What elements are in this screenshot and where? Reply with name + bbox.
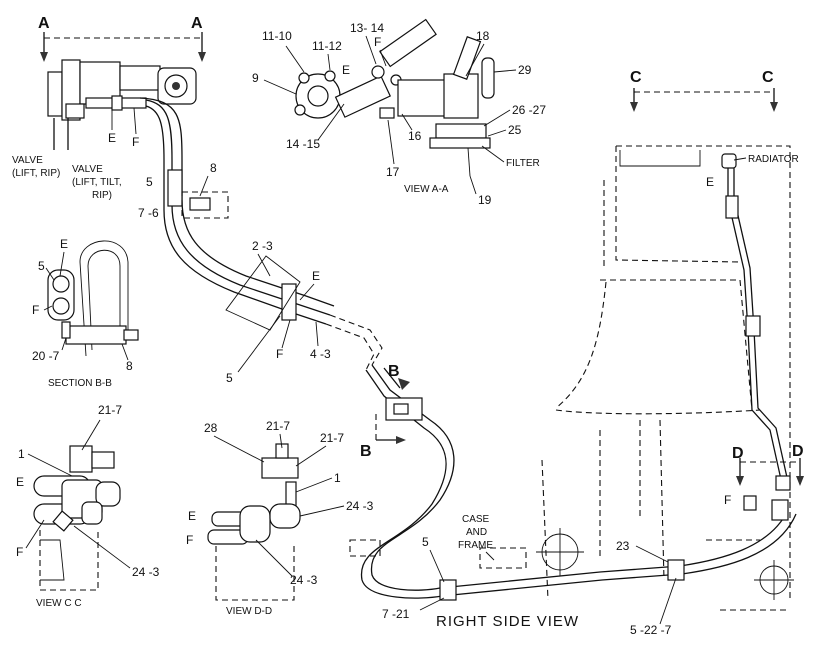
right-side-view-title: RIGHT SIDE VIEW (436, 613, 579, 630)
callout-f-mid: F (276, 347, 283, 361)
callout-e-dd: E (188, 509, 196, 523)
marker-a-left: A (38, 15, 50, 32)
callout-frame: FRAME (458, 540, 493, 551)
marker-c-left: C (630, 69, 642, 86)
callout-f-dd: F (186, 533, 193, 547)
section-b-b-title: SECTION B-B (48, 378, 112, 389)
callout-25: 25 (508, 123, 522, 137)
callout-21-7-dd-a: 21-7 (266, 419, 290, 433)
callout-20-7: 20 -7 (32, 349, 60, 363)
callout-24-3-dd-a: 24 -3 (346, 499, 374, 513)
marker-b-bottom: B (360, 443, 372, 460)
callout-5-lower: 5 (422, 535, 429, 549)
callout-e-aa: E (342, 63, 350, 77)
callout-29: 29 (518, 63, 532, 77)
callout-24-3-cc: 24 -3 (132, 565, 160, 579)
callout-valve-2: VALVE (72, 164, 103, 175)
callout-e-radiator: E (706, 175, 714, 189)
callout-7-6: 7 -6 (138, 206, 159, 220)
view-c-c-title: VIEW C C (36, 598, 82, 609)
marker-a-right: A (191, 15, 203, 32)
callout-f-cc: F (16, 545, 23, 559)
section-b-b-detail (47, 240, 139, 357)
callout-e-cc: E (16, 475, 24, 489)
callout-21-7-dd-b: 21-7 (320, 431, 344, 445)
view-d-d-detail (207, 443, 301, 601)
callout-11-12: 11-12 (312, 39, 342, 53)
tractor-frame-outline (349, 145, 794, 611)
callout-8-upper: 8 (210, 161, 217, 175)
callout-2-3: 2 -3 (252, 239, 273, 253)
view-c-c-detail (33, 445, 121, 591)
radiator-line (439, 153, 791, 601)
callout-19: 19 (478, 193, 492, 207)
callout-f-valve: F (132, 135, 139, 149)
marker-d-right: D (792, 443, 804, 460)
callout-13-14: 13- 14 (350, 21, 384, 35)
section-marker-b (375, 367, 423, 444)
marker-c-right: C (762, 69, 774, 86)
callout-26-27: 26 -27 (512, 103, 546, 117)
callout-e-valve: E (108, 131, 116, 145)
callout-valve-1: VALVE (12, 155, 43, 166)
clamp-upper (167, 169, 229, 219)
callout-5-mid: 5 (226, 371, 233, 385)
callout-5-bb: 5 (38, 259, 45, 273)
callout-23: 23 (616, 539, 630, 553)
callout-f-lower: F (724, 493, 731, 507)
callout-e-mid: E (312, 269, 320, 283)
callout-9: 9 (252, 71, 259, 85)
valve-assembly (47, 59, 197, 150)
callout-21-7-cc: 21-7 (98, 403, 122, 417)
section-marker-a (40, 32, 206, 62)
view-a-a-title: VIEW A-A (404, 184, 449, 195)
callout-8-bb: 8 (126, 359, 133, 373)
callout-valve-1-sub: (LIFT, RIP) (12, 168, 60, 179)
view-d-d-title: VIEW D-D (226, 606, 272, 617)
view-a-a-detail (294, 18, 495, 177)
marker-d-left: D (732, 445, 744, 462)
callout-14-15: 14 -15 (286, 137, 320, 151)
callout-valve-2-sub: (LIFT, TILT, (72, 177, 122, 188)
callout-4-3: 4 -3 (310, 347, 331, 361)
section-marker-d (736, 458, 804, 486)
callout-24-3-dd-b: 24 -3 (290, 573, 318, 587)
callout-filter: FILTER (506, 158, 540, 169)
callout-and: AND (466, 527, 487, 538)
callout-f-aa: F (374, 35, 381, 49)
callout-18: 18 (476, 29, 490, 43)
callout-1-cc: 1 (18, 447, 25, 461)
callout-11-10: 11-10 (262, 29, 292, 43)
callout-17: 17 (386, 165, 400, 179)
callout-radiator: RADIATOR (748, 154, 799, 165)
callout-16: 16 (408, 129, 422, 143)
callout-valve-2-sub2: RIP) (92, 190, 112, 201)
callout-f-bb: F (32, 303, 39, 317)
callout-1-dd: 1 (334, 471, 341, 485)
callout-e-bb: E (60, 237, 68, 251)
callout-28: 28 (204, 421, 218, 435)
section-marker-c (630, 88, 778, 112)
callout-5-upper: 5 (146, 175, 153, 189)
callout-7-21: 7 -21 (382, 607, 410, 621)
marker-b-top: B (388, 363, 400, 380)
callout-5-22-7: 5 -22 -7 (630, 623, 672, 637)
callout-case: CASE (462, 514, 490, 525)
